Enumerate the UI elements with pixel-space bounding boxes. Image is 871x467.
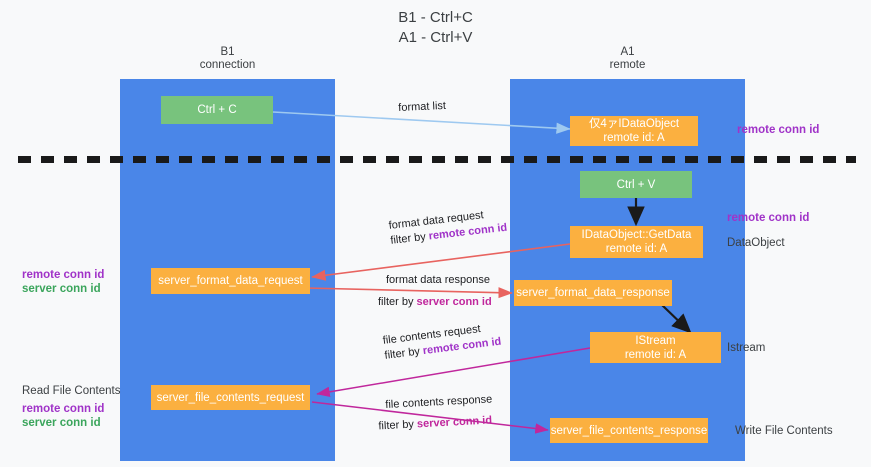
edge-label-file-contents-response: file contents response filter by server … bbox=[378, 392, 494, 434]
phase-divider bbox=[18, 156, 856, 163]
node-idataobject-getdata[interactable]: IDataObject::GetData remote id: A bbox=[570, 226, 703, 258]
edge-label-format-data-request: format data request filter by remote con… bbox=[388, 206, 508, 249]
node-ctrl-v[interactable]: Ctrl + V bbox=[580, 171, 692, 198]
edge-label-key: server conn id bbox=[416, 296, 492, 308]
annotation-read-file-contents: Read File Contents bbox=[22, 385, 121, 397]
node-server-file-contents-response[interactable]: server_file_contents_response bbox=[550, 418, 708, 443]
lane-header-a1: A1 remote bbox=[609, 46, 646, 71]
edge-label-line2: filter by server conn id bbox=[378, 295, 492, 310]
node-ctrl-c[interactable]: Ctrl + C bbox=[161, 96, 273, 124]
annotation-write-file-contents: Write File Contents bbox=[735, 425, 833, 437]
edge-label-prefix: filter by bbox=[383, 345, 424, 362]
annotation-istream: Istream bbox=[727, 342, 766, 354]
edge-label-prefix: filter by bbox=[389, 230, 430, 247]
edge-label-file-contents-request: file contents request filter by remote c… bbox=[382, 320, 502, 364]
node-istream[interactable]: IStream remote id: A bbox=[590, 332, 721, 363]
edge-label-format-list: format list bbox=[398, 99, 447, 114]
lane-header-b1: B1 connection bbox=[199, 46, 256, 71]
edge-label-prefix: filter by bbox=[378, 296, 417, 308]
page-title: B1 - Ctrl+C A1 - Ctrl+V bbox=[398, 9, 473, 46]
edge-label-line2: filter by server conn id bbox=[378, 413, 494, 434]
annotation-left-server-conn-id: server conn id bbox=[22, 283, 101, 295]
edge-label-line1: format data response bbox=[386, 274, 490, 286]
annotation-left-remote-conn-id-2: remote conn id bbox=[22, 403, 105, 415]
node-server-file-contents-request[interactable]: server_file_contents_request bbox=[151, 385, 310, 410]
annotation-left-remote-conn-id: remote conn id bbox=[22, 269, 105, 281]
edge-label-line1: file contents response bbox=[385, 393, 493, 411]
annotation-remote-conn-id-mid: remote conn id bbox=[727, 212, 810, 224]
node-server-format-data-request[interactable]: server_format_data_request bbox=[151, 268, 310, 294]
node-idataobject[interactable]: 仅4ァIDataObject remote id: A bbox=[570, 116, 698, 146]
annotation-remote-conn-id-top: remote conn id bbox=[737, 124, 820, 136]
node-server-format-data-response[interactable]: server_format_data_response bbox=[514, 280, 672, 306]
edge-label-key: server conn id bbox=[416, 414, 493, 431]
edge-label-prefix: filter by bbox=[378, 418, 418, 433]
edge-label-format-data-response: format data response filter by server co… bbox=[378, 273, 492, 310]
annotation-dataobject: DataObject bbox=[727, 237, 785, 249]
annotation-left-server-conn-id-2: server conn id bbox=[22, 417, 101, 429]
